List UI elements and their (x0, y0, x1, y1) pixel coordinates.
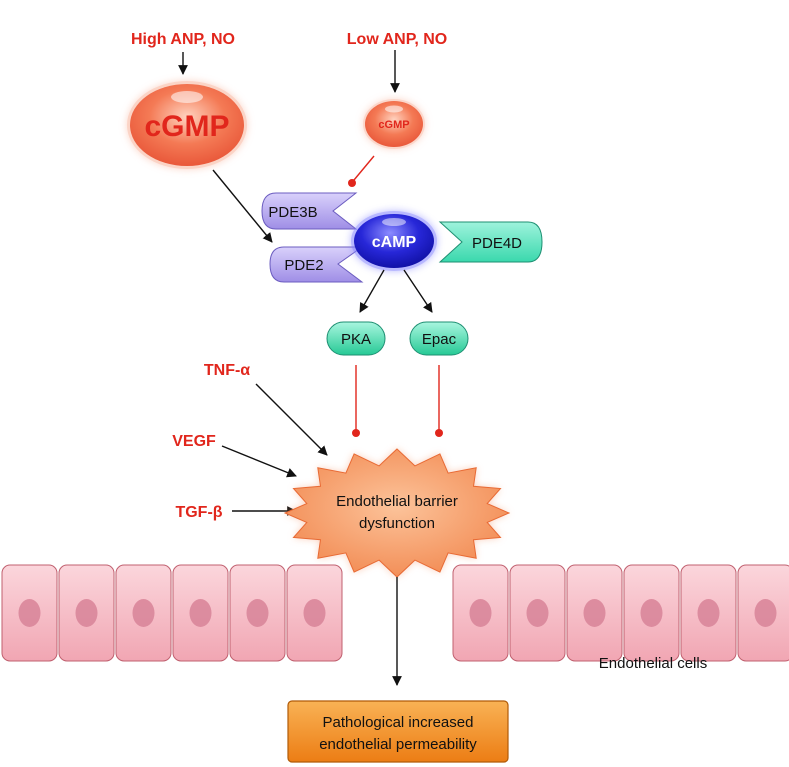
endothelial-cell (229, 564, 286, 662)
pde4d-node: PDE4D (438, 221, 543, 263)
low-anp-no-label: Low ANP, NO (347, 31, 447, 48)
tnf-alpha-label: TNF-α (204, 362, 250, 379)
camp-to-epac-arrow (403, 269, 433, 313)
high-anp-no-label: High ANP, NO (131, 31, 235, 48)
pde3b-node: PDE3B (261, 192, 358, 230)
vegf-arrow (221, 445, 297, 478)
pde2-node: PDE2 (269, 246, 364, 283)
pka-inhibits-dot (352, 429, 360, 437)
tnf-alpha-arrow (255, 383, 328, 456)
endothelial-cell (58, 564, 115, 662)
cgmp-activates-pde2-arrow (212, 169, 273, 243)
endothelial-cell (680, 564, 737, 662)
camp-node: cAMP (351, 211, 437, 271)
endothelial-cell (737, 564, 789, 662)
pde4d-label: PDE4D (472, 235, 522, 252)
pde3b-label: PDE3B (268, 204, 317, 221)
barrier-dysfunction-node: Endothelial barrier dysfunction (283, 448, 511, 578)
camp-to-pka-arrow (359, 269, 385, 313)
endothelial-cell (1, 564, 58, 662)
epac-label: Epac (422, 331, 457, 348)
epac-node: Epac (409, 321, 469, 356)
endothelial-cells-right (452, 564, 789, 662)
endothelial-cell (623, 564, 680, 662)
camp-label: cAMP (372, 234, 417, 251)
cgmp-inhibits-pde3b-line (353, 155, 375, 181)
cgmp-small-node: cGMP (363, 99, 425, 149)
pka-label: PKA (341, 331, 371, 348)
endothelial-cells-label: Endothelial cells (599, 655, 707, 672)
cgmp-large-label: cGMP (144, 110, 229, 143)
endothelial-cell (115, 564, 172, 662)
pka-node: PKA (326, 321, 386, 356)
endothelial-cells-left (1, 564, 343, 662)
endothelial-cell (509, 564, 566, 662)
cgmp-large-node: cGMP (127, 81, 247, 169)
vegf-label: VEGF (172, 433, 216, 450)
tgf-beta-label: TGF-β (175, 504, 222, 521)
barrier-dysfunction-line2: dysfunction (359, 515, 435, 532)
barrier-dysfunction-line1: Endothelial barrier (336, 493, 458, 510)
epac-inhibits-dot (435, 429, 443, 437)
cgmp-small-label: cGMP (378, 119, 409, 131)
outcome-node: Pathological increased endothelial perme… (287, 700, 509, 763)
endothelial-cell (452, 564, 509, 662)
cgmp-inhibits-pde3b-dot (348, 179, 356, 187)
endothelial-cell (566, 564, 623, 662)
pde2-label: PDE2 (284, 257, 323, 274)
endothelial-cell (172, 564, 229, 662)
outcome-line1: Pathological increased (323, 714, 474, 731)
endothelial-cell (286, 564, 343, 662)
outcome-line2: endothelial permeability (319, 736, 477, 753)
